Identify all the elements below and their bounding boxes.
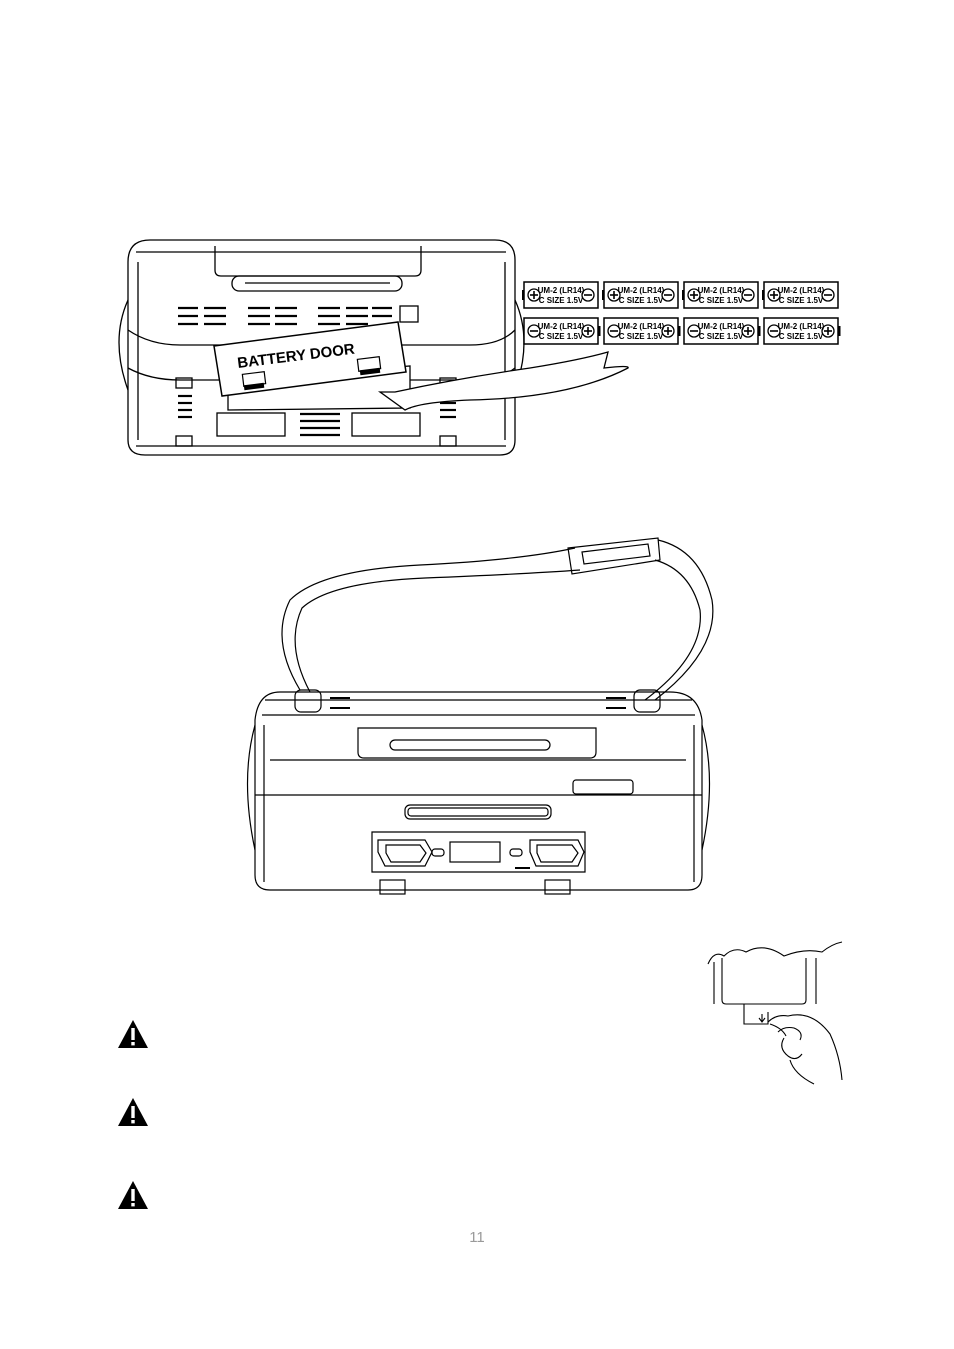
battery-size-label: C SIZE 1.5V	[539, 332, 584, 341]
battery-size-label: C SIZE 1.5V	[699, 332, 744, 341]
battery-size-label: C SIZE 1.5V	[619, 296, 664, 305]
warning-icon-1	[117, 1019, 149, 1049]
battery-model-label: UM-2 (LR14)	[538, 322, 585, 331]
battery-cell: UM-2 (LR14)C SIZE 1.5V	[522, 281, 599, 309]
shoulder-strap-figure	[0, 520, 954, 910]
page-number: 11	[469, 1229, 485, 1246]
battery-model-label: UM-2 (LR14)	[698, 322, 745, 331]
battery-model-label: UM-2 (LR14)	[618, 322, 665, 331]
battery-model-label: UM-2 (LR14)	[698, 286, 745, 295]
battery-cell: UM-2 (LR14)C SIZE 1.5V	[603, 317, 681, 345]
battery-model-label: UM-2 (LR14)	[618, 286, 665, 295]
battery-door: BATTERY DOOR	[213, 321, 407, 397]
battery-size-label: C SIZE 1.5V	[779, 296, 824, 305]
battery-model-label: UM-2 (LR14)	[538, 286, 585, 295]
battery-size-label: C SIZE 1.5V	[539, 296, 584, 305]
battery-size-label: C SIZE 1.5V	[619, 332, 664, 341]
boombox-strap-illustration	[246, 537, 714, 895]
pull-tab-figure	[704, 938, 846, 1088]
warning-icon-3	[117, 1180, 149, 1210]
warning-triangle-icon	[118, 1181, 148, 1209]
warning-triangle-icon	[118, 1020, 148, 1048]
battery-cell: UM-2 (LR14)C SIZE 1.5V	[602, 281, 679, 309]
battery-cell: UM-2 (LR14)C SIZE 1.5V	[763, 317, 841, 345]
hand-pull-illustration	[707, 941, 843, 1085]
battery-model-label: UM-2 (LR14)	[778, 322, 825, 331]
battery-cell: UM-2 (LR14)C SIZE 1.5V	[523, 317, 601, 345]
boombox-back-illustration: BATTERY DOOR	[118, 239, 629, 456]
battery-model-label: UM-2 (LR14)	[778, 286, 825, 295]
warning-triangle-icon	[118, 1098, 148, 1126]
battery-cell: UM-2 (LR14)C SIZE 1.5V	[762, 281, 839, 309]
battery-size-label: C SIZE 1.5V	[699, 296, 744, 305]
battery-size-label: C SIZE 1.5V	[779, 332, 824, 341]
battery-cell: UM-2 (LR14)C SIZE 1.5V	[683, 317, 761, 345]
warning-icon-2	[117, 1097, 149, 1127]
battery-cell: UM-2 (LR14)C SIZE 1.5V	[682, 281, 759, 309]
